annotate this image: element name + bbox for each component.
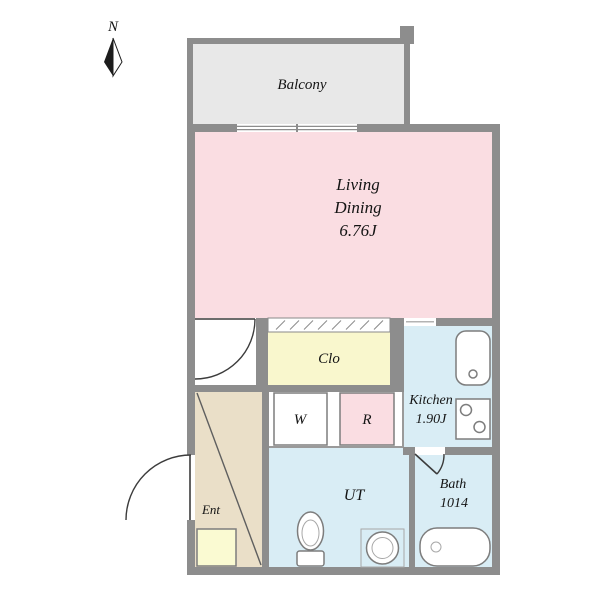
living-label-line1: Living <box>335 175 379 194</box>
stove-icon <box>455 398 491 440</box>
room-labels: Balcony Living Dining 6.76J Clo Kitchen … <box>201 77 468 517</box>
bathtub-icon <box>419 527 491 567</box>
thin-partitions <box>269 321 434 448</box>
kitchen-label: Kitchen <box>408 393 453 408</box>
balcony-wall-stub <box>400 26 414 44</box>
fridge-space <box>339 392 395 446</box>
wall-left-upper <box>187 132 195 455</box>
bath-label-size: 1014 <box>440 496 468 511</box>
wall-living-kitchen <box>436 318 492 326</box>
living-label-line2: Dining <box>333 198 381 217</box>
kitchen-partition-line <box>402 392 404 447</box>
bath-label: Bath <box>440 477 466 492</box>
entrance-label: Ent <box>201 502 220 517</box>
door-arc-living <box>194 318 256 380</box>
room-balcony <box>193 44 404 124</box>
entrance-mat <box>196 528 237 567</box>
doorway-track-line <box>406 321 434 323</box>
room-closet <box>268 332 390 385</box>
wall-mid-band <box>195 385 404 392</box>
wall-bottom <box>187 567 500 575</box>
closet-label: Clo <box>318 351 340 367</box>
wall-entrance-utility <box>262 392 269 567</box>
wall-bath-top-left <box>403 447 412 455</box>
door-arc-bath <box>414 453 445 475</box>
balcony-wall-left <box>187 44 193 124</box>
door-arc-entrance <box>125 454 192 521</box>
balcony-wall-top <box>187 38 410 44</box>
room-living-dining <box>195 132 492 318</box>
washing-machine-icon <box>360 528 405 568</box>
washer-space <box>273 392 328 446</box>
kitchen-label-size: 1.90J <box>416 412 448 427</box>
compass: N <box>104 19 123 78</box>
wall-closet-kitchen <box>390 318 404 392</box>
wall-utility-bath <box>409 447 415 567</box>
balcony-wall-right <box>404 44 410 124</box>
closet-doors <box>267 317 391 333</box>
living-label-size: 6.76J <box>339 221 378 240</box>
utility-partition-line <box>269 446 403 448</box>
window-mullion <box>296 124 298 132</box>
compass-label: N <box>107 19 119 35</box>
toilet-icon <box>296 511 325 567</box>
balcony-label: Balcony <box>277 77 326 93</box>
wall-left-lower <box>187 520 195 567</box>
fridge-label: R <box>361 412 371 428</box>
kitchen-sink-icon <box>455 330 491 386</box>
north-arrow-icon <box>104 37 123 78</box>
entrance-step-line <box>196 392 262 566</box>
wall-bath-top-right <box>445 447 492 455</box>
window <box>237 124 357 132</box>
washer-label: W <box>294 412 308 428</box>
wall-right <box>492 132 500 567</box>
utility-label: UT <box>344 487 366 504</box>
wall-nook-closet <box>256 318 268 392</box>
